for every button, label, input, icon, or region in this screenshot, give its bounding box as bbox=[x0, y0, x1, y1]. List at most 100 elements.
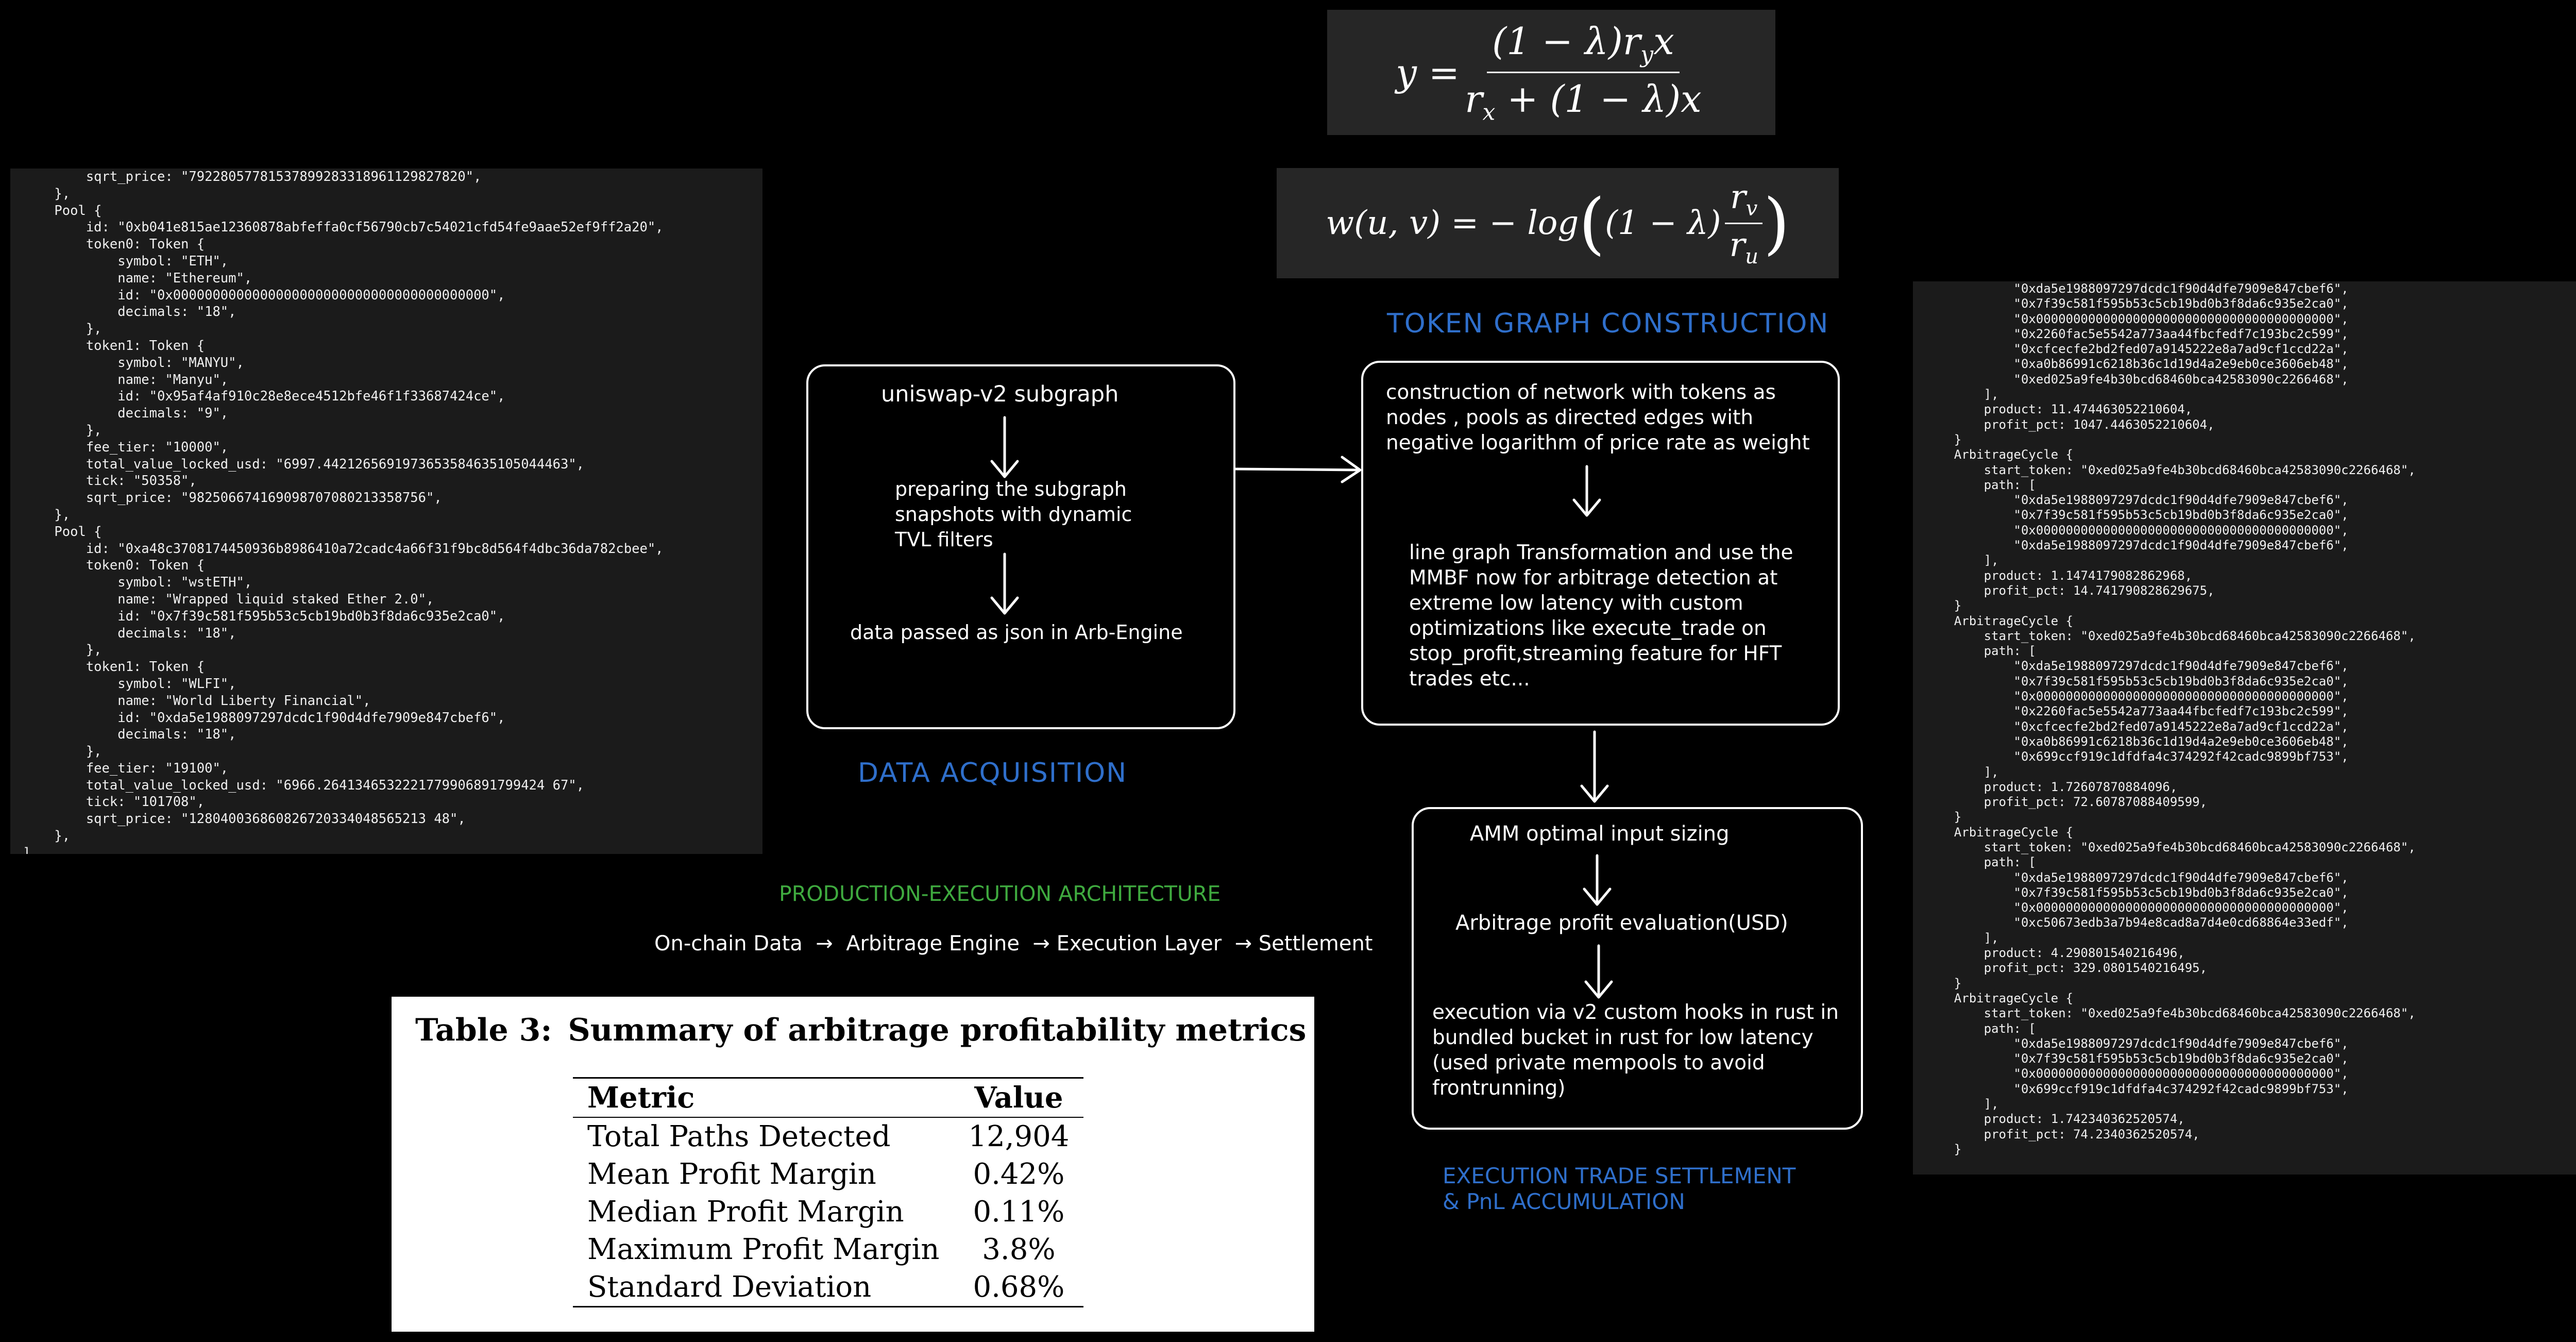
code-line: "0xda5e1988097297dcdc1f90d4dfe7909e847cb… bbox=[1924, 281, 2349, 296]
arrow-acquisition-to-graph bbox=[1234, 456, 1362, 483]
code-line: }, bbox=[23, 422, 102, 438]
execution-caption-line2: & PnL ACCUMULATION bbox=[1443, 1189, 1685, 1214]
code-line: fee_tier: "19100", bbox=[23, 760, 229, 776]
formula1-fraction: (1 − λ)ryx rx + (1 − λ)x bbox=[1465, 19, 1702, 126]
code-line: id: "0xb041e815ae12360878abfeffa0cf56790… bbox=[23, 220, 664, 236]
formula-reserve-output: y = (1 − λ)ryx rx + (1 − λ)x bbox=[1327, 10, 1775, 135]
code-line: "0xa0b86991c6218b36c1d19d4a2e9eb0ce3606e… bbox=[1924, 734, 2349, 749]
table-caption-text: Summary of arbitrage profitability metri… bbox=[568, 1012, 1307, 1048]
data-acquisition-step3: data passed as json in Arb-Engine bbox=[850, 621, 1183, 644]
code-line: name: "Ethereum", bbox=[23, 270, 252, 286]
code-line: "0xda5e1988097297dcdc1f90d4dfe7909e847cb… bbox=[1924, 1036, 2349, 1051]
formula2-inner: (1 − λ) bbox=[1605, 204, 1721, 242]
code-line: ] bbox=[23, 845, 31, 854]
code-line: } bbox=[1924, 1142, 1962, 1156]
formula2-fraction: rv ru bbox=[1724, 178, 1764, 268]
code-line: ], bbox=[1924, 764, 1999, 779]
formula2-lhs: w(u, v) = − log bbox=[1326, 204, 1579, 242]
code-line: "0x2260fac5e5542a773aa44fbcfedf7c193bc2c… bbox=[1924, 326, 2349, 341]
code-line: "0xc50673edb3a7b94e8cad8a7d4e0cd68864e33… bbox=[1924, 915, 2349, 930]
code-line: "0x699ccf919c1dfdfa4c374292f42cadc9899bf… bbox=[1924, 749, 2349, 764]
execution-box bbox=[1412, 807, 1863, 1130]
code-line: }, bbox=[23, 186, 71, 202]
code-line: "0xda5e1988097297dcdc1f90d4dfe7909e847cb… bbox=[1924, 870, 2349, 885]
code-line: start_token: "0xed025a9fe4b30bcd68460bca… bbox=[1924, 462, 2416, 477]
code-output-right: "0xda5e1988097297dcdc1f90d4dfe7909e847cb… bbox=[1913, 281, 2576, 1175]
code-line: "0x2260fac5e5542a773aa44fbcfedf7c193bc2c… bbox=[1924, 704, 2349, 719]
data-acquisition-step2: preparing the subgraph snapshots with dy… bbox=[895, 478, 1132, 551]
code-line: path: [ bbox=[1924, 644, 2036, 659]
code-line: name: "World Liberty Financial", bbox=[23, 693, 371, 709]
formula-edge-weight: w(u, v) = − log ( (1 − λ) rv ru ) bbox=[1277, 168, 1839, 278]
code-line: decimals: "18", bbox=[23, 727, 236, 743]
code-line: "0x7f39c581f595b53c5cb19bd0b3f8da6c935e2… bbox=[1924, 1051, 2349, 1066]
code-line: ], bbox=[1924, 387, 1999, 402]
code-line: "0x0000000000000000000000000000000000000… bbox=[1924, 1066, 2349, 1081]
code-line: sqrt_price: "792280577815378992833189611… bbox=[23, 169, 482, 184]
code-line: profit_pct: 74.2340362520574, bbox=[1924, 1127, 2200, 1142]
code-line: id: "0xda5e1988097297dcdc1f90d4dfe7909e8… bbox=[23, 710, 505, 726]
code-line: }, bbox=[23, 321, 102, 337]
code-line: path: [ bbox=[1924, 1021, 2036, 1036]
code-line: "0xa0b86991c6218b36c1d19d4a2e9eb0ce3606e… bbox=[1924, 357, 2349, 372]
code-line: start_token: "0xed025a9fe4b30bcd68460bca… bbox=[1924, 628, 2416, 643]
paren-right-glyph: ) bbox=[1763, 184, 1790, 262]
code-line: ArbitrageCycle { bbox=[1924, 825, 2073, 840]
table-header-row: Metric Value bbox=[573, 1078, 1084, 1117]
code-line: }, bbox=[23, 744, 102, 760]
code-line: token0: Token { bbox=[23, 558, 205, 574]
code-line: } bbox=[1924, 976, 1962, 991]
code-line: product: 1.742340362520574, bbox=[1924, 1112, 2185, 1127]
code-line: "0x7f39c581f595b53c5cb19bd0b3f8da6c935e2… bbox=[1924, 674, 2349, 689]
code-line: symbol: "WLFI", bbox=[23, 676, 236, 692]
code-line: token1: Token { bbox=[23, 659, 205, 675]
code-line: symbol: "wstETH", bbox=[23, 575, 252, 591]
code-line: profit_pct: 329.0801540216495, bbox=[1924, 961, 2208, 976]
paren-left-glyph: ( bbox=[1579, 184, 1605, 262]
table-header-value: Value bbox=[974, 1081, 1063, 1115]
code-line: tick: "101708", bbox=[23, 794, 205, 810]
code-line: decimals: "9", bbox=[23, 406, 229, 422]
token-graph-step2: line graph Transformation and use the MM… bbox=[1409, 541, 1793, 691]
code-line: ], bbox=[1924, 930, 1999, 945]
code-line: id: "0x000000000000000000000000000000000… bbox=[23, 287, 505, 303]
code-line: path: [ bbox=[1924, 477, 2036, 492]
code-line: start_token: "0xed025a9fe4b30bcd68460bca… bbox=[1924, 840, 2416, 854]
code-line: } bbox=[1924, 598, 1962, 613]
table-caption: Table 3: Summary of arbitrage profitabil… bbox=[415, 1012, 1306, 1048]
code-line: ArbitrageCycle { bbox=[1924, 991, 2073, 1005]
architecture-title: PRODUCTION-EXECUTION ARCHITECTURE bbox=[779, 881, 1221, 906]
code-line: } bbox=[1924, 432, 1962, 447]
profitability-table-panel: Table 3: Summary of arbitrage profitabil… bbox=[392, 997, 1314, 1332]
code-line: total_value_locked_usd: "6966.2641346532… bbox=[23, 777, 585, 793]
code-line: name: "Manyu", bbox=[23, 372, 229, 388]
code-line: profit_pct: 14.741790828629675, bbox=[1924, 583, 2215, 598]
code-line: sqrt_price: "128040036860826720334048565… bbox=[23, 811, 466, 827]
code-line: "0xcfcecfe2bd2fed07a9145222e8a7ad9cf1ccd… bbox=[1924, 342, 2349, 357]
code-line: fee_tier: "10000", bbox=[23, 439, 229, 455]
execution-caption-line1: EXECUTION TRADE SETTLEMENT bbox=[1443, 1163, 1796, 1188]
code-line: "0xcfcecfe2bd2fed07a9145222e8a7ad9cf1ccd… bbox=[1924, 719, 2349, 734]
architecture-flow: On-chain Data → Arbitrage Engine → Execu… bbox=[654, 932, 1373, 955]
code-line: }, bbox=[23, 642, 102, 658]
code-line: name: "Wrapped liquid staked Ether 2.0", bbox=[23, 591, 434, 607]
data-acquisition-step1: uniswap-v2 subgraph bbox=[881, 381, 1119, 407]
code-line: product: 1.1474179082862968, bbox=[1924, 568, 2193, 583]
code-line: ArbitrageCycle { bbox=[1924, 447, 2073, 462]
code-line: profit_pct: 1047.4463052210604, bbox=[1924, 417, 2215, 432]
code-line: }, bbox=[23, 507, 71, 523]
execution-step2: Arbitrage profit evaluation(USD) bbox=[1455, 911, 1788, 935]
code-line: tick: "50358", bbox=[23, 473, 197, 489]
token-graph-title: TOKEN GRAPH CONSTRUCTION bbox=[1387, 308, 1829, 339]
code-line: product: 11.474463052210604, bbox=[1924, 402, 2193, 417]
code-line: token1: Token { bbox=[23, 338, 205, 354]
code-line: id: "0x95af4af910c28e8ece4512bfe46f1f336… bbox=[23, 389, 505, 405]
table-caption-label: Table 3: bbox=[415, 1012, 552, 1048]
code-line: "0x0000000000000000000000000000000000000… bbox=[1924, 900, 2349, 915]
code-line: "0x7f39c581f595b53c5cb19bd0b3f8da6c935e2… bbox=[1924, 508, 2349, 523]
